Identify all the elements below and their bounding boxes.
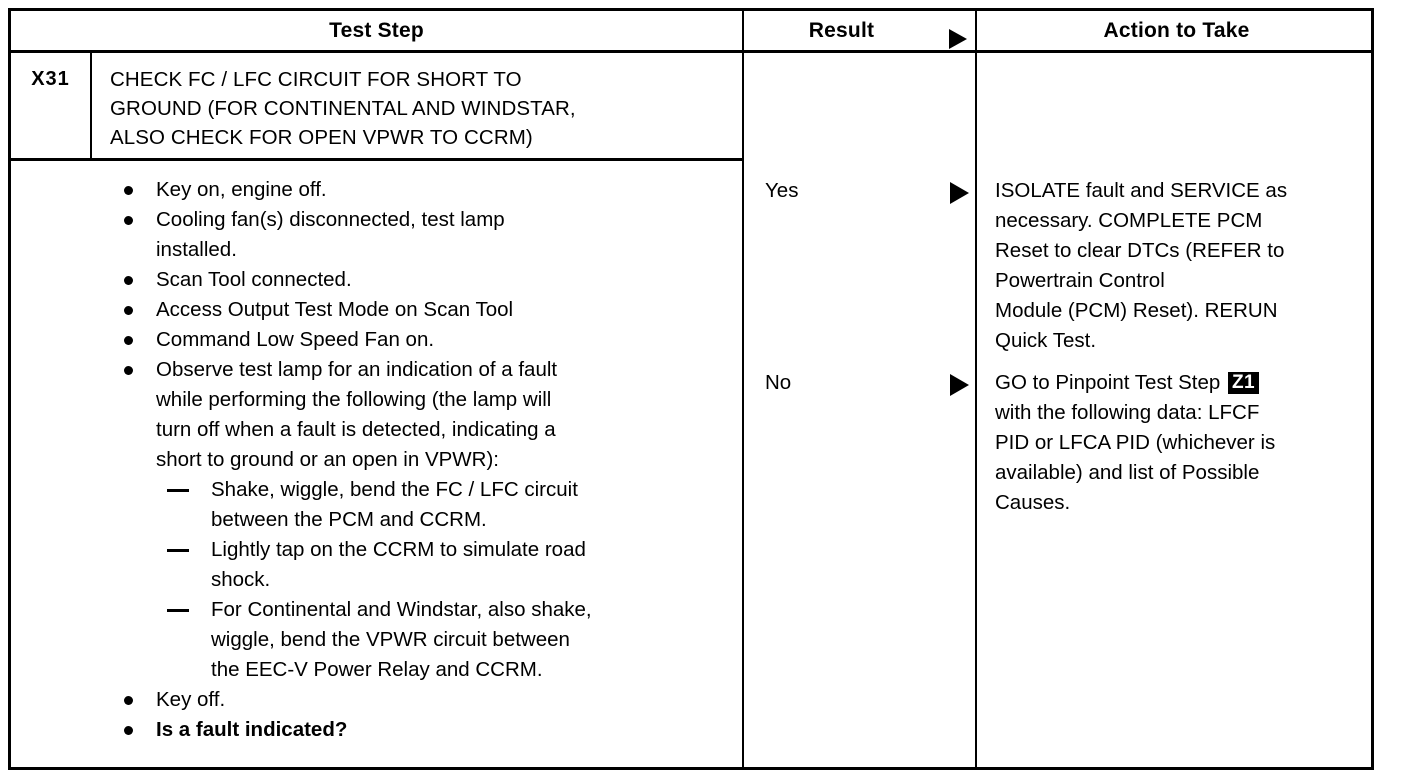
result-label-no: No xyxy=(765,371,792,394)
sub-list-item-line: Shake, wiggle, bend the FC / LFC circuit xyxy=(211,478,578,501)
column-header-action-label: Action to Take xyxy=(1103,18,1250,42)
step-id: X31 xyxy=(31,68,70,90)
step-title-line: GROUND (FOR CONTINENTAL AND WINDSTAR, xyxy=(110,97,576,120)
sub-list-item: Lightly tap on the CCRM to simulate road… xyxy=(11,535,732,595)
list-item: Key on, engine off. xyxy=(11,175,732,205)
list-item: Cooling fan(s) disconnected, test lamp i… xyxy=(11,205,732,265)
list-item-line: Observe test lamp for an indication of a… xyxy=(156,358,558,381)
list-item-text: Access Output Test Mode on Scan Tool xyxy=(156,295,732,325)
action-line: Module (PCM) Reset). RERUN xyxy=(995,299,1278,322)
result-label-yes: Yes xyxy=(765,179,799,202)
action-line: necessary. COMPLETE PCM xyxy=(995,209,1263,232)
pinpoint-test-table: Test Step Result Action to Take X31 CHEC… xyxy=(8,8,1374,770)
column-header-action-to-take: Action to Take xyxy=(979,11,1374,50)
sub-list-item-line: shock. xyxy=(211,568,271,591)
list-item-line: installed. xyxy=(156,238,237,261)
bullet-icon xyxy=(124,696,133,705)
list-item-text: Scan Tool connected. xyxy=(156,265,732,295)
action-line: Powertrain Control xyxy=(995,269,1165,292)
action-line: ISOLATE fault and SERVICE as xyxy=(995,179,1288,202)
action-line: with the following data: LFCF xyxy=(995,401,1260,424)
list-item-text: Key on, engine off. xyxy=(156,175,732,205)
bullet-icon xyxy=(124,186,133,195)
body-divider-2 xyxy=(975,53,977,767)
table-header-row: Test Step Result Action to Take xyxy=(11,11,1371,53)
step-id-divider xyxy=(90,53,92,158)
list-item-line: turn off when a fault is detected, indic… xyxy=(156,418,556,441)
list-item-line: while performing the following (the lamp… xyxy=(156,388,552,411)
action-cell-yes: ISOLATE fault and SERVICE as necessary. … xyxy=(979,176,1375,356)
list-item-text: Is a fault indicated? xyxy=(156,715,732,745)
header-divider-1 xyxy=(742,11,744,50)
step-title: CHECK FC / LFC CIRCUIT FOR SHORT TO GROU… xyxy=(92,53,740,152)
column-header-result: Result xyxy=(745,11,976,50)
bullet-icon xyxy=(124,366,133,375)
step-reference-badge[interactable]: Z1 xyxy=(1227,372,1260,394)
list-item: Command Low Speed Fan on. xyxy=(11,325,732,355)
dash-icon xyxy=(167,489,189,492)
list-item: Access Output Test Mode on Scan Tool xyxy=(11,295,732,325)
sub-list-item-text: Shake, wiggle, bend the FC / LFC circuit… xyxy=(211,475,732,535)
column-header-result-label: Result xyxy=(808,18,875,42)
column-header-test-step-label: Test Step xyxy=(329,18,424,42)
list-item-line: Is a fault indicated? xyxy=(156,718,348,741)
list-item-line: Command Low Speed Fan on. xyxy=(156,328,435,351)
action-line: available) and list of Possible xyxy=(995,461,1260,484)
list-item-line: Access Output Test Mode on Scan Tool xyxy=(156,298,514,321)
action-line: GO to Pinpoint Test Step xyxy=(995,371,1226,394)
sub-list-item-line: Lightly tap on the CCRM to simulate road xyxy=(211,538,586,561)
bullet-icon xyxy=(124,216,133,225)
bullet-icon xyxy=(124,336,133,345)
bullet-icon xyxy=(124,276,133,285)
triangle-right-icon xyxy=(950,374,969,396)
list-item-line: Key off. xyxy=(156,688,226,711)
list-item: Key off. xyxy=(11,685,732,715)
list-item: Scan Tool connected. xyxy=(11,265,732,295)
list-item-line: short to ground or an open in VPWR): xyxy=(156,448,499,471)
list-item-text: Command Low Speed Fan on. xyxy=(156,325,732,355)
bullet-icon xyxy=(124,306,133,315)
sub-list-item-line: For Continental and Windstar, also shake… xyxy=(211,598,592,621)
sub-list-item-line: the EEC-V Power Relay and CCRM. xyxy=(211,658,543,681)
list-item-text: Key off. xyxy=(156,685,732,715)
list-item-question: Is a fault indicated? xyxy=(11,715,732,745)
action-cell-no: GO to Pinpoint Test Step Z1 with the fol… xyxy=(979,368,1375,518)
body-divider-1 xyxy=(742,53,744,767)
dash-icon xyxy=(167,609,189,612)
sub-list-item: For Continental and Windstar, also shake… xyxy=(11,595,732,685)
action-line: PID or LFCA PID (whichever is xyxy=(995,431,1276,454)
sub-list-item-text: For Continental and Windstar, also shake… xyxy=(211,595,732,685)
triangle-right-icon xyxy=(949,29,967,49)
list-item-line: Cooling fan(s) disconnected, test lamp xyxy=(156,208,505,231)
title-row-divider xyxy=(11,158,742,161)
list-item-line: Scan Tool connected. xyxy=(156,268,352,291)
column-header-test-step: Test Step xyxy=(11,11,742,50)
sub-list-item-line: between the PCM and CCRM. xyxy=(211,508,487,531)
procedure-list: Key on, engine off. Cooling fan(s) disco… xyxy=(11,161,742,745)
list-item-text: Cooling fan(s) disconnected, test lamp i… xyxy=(156,205,732,265)
bullet-icon xyxy=(124,726,133,735)
sub-list-item-line: wiggle, bend the VPWR circuit between xyxy=(211,628,570,651)
action-line: Quick Test. xyxy=(995,329,1097,352)
step-title-line: CHECK FC / LFC CIRCUIT FOR SHORT TO xyxy=(110,68,522,91)
action-line: Reset to clear DTCs (REFER to xyxy=(995,239,1285,262)
sub-list-item: Shake, wiggle, bend the FC / LFC circuit… xyxy=(11,475,732,535)
header-divider-2 xyxy=(975,11,977,50)
list-item-text: Observe test lamp for an indication of a… xyxy=(156,355,732,475)
list-item-line: Key on, engine off. xyxy=(156,178,327,201)
action-line: Causes. xyxy=(995,491,1071,514)
sub-list-item-text: Lightly tap on the CCRM to simulate road… xyxy=(211,535,732,595)
step-title-line: ALSO CHECK FOR OPEN VPWR TO CCRM) xyxy=(110,126,533,149)
list-item: Observe test lamp for an indication of a… xyxy=(11,355,732,475)
action-line-with-badge: GO to Pinpoint Test Step Z1 xyxy=(995,368,1375,398)
triangle-right-icon xyxy=(950,182,969,204)
dash-icon xyxy=(167,549,189,552)
